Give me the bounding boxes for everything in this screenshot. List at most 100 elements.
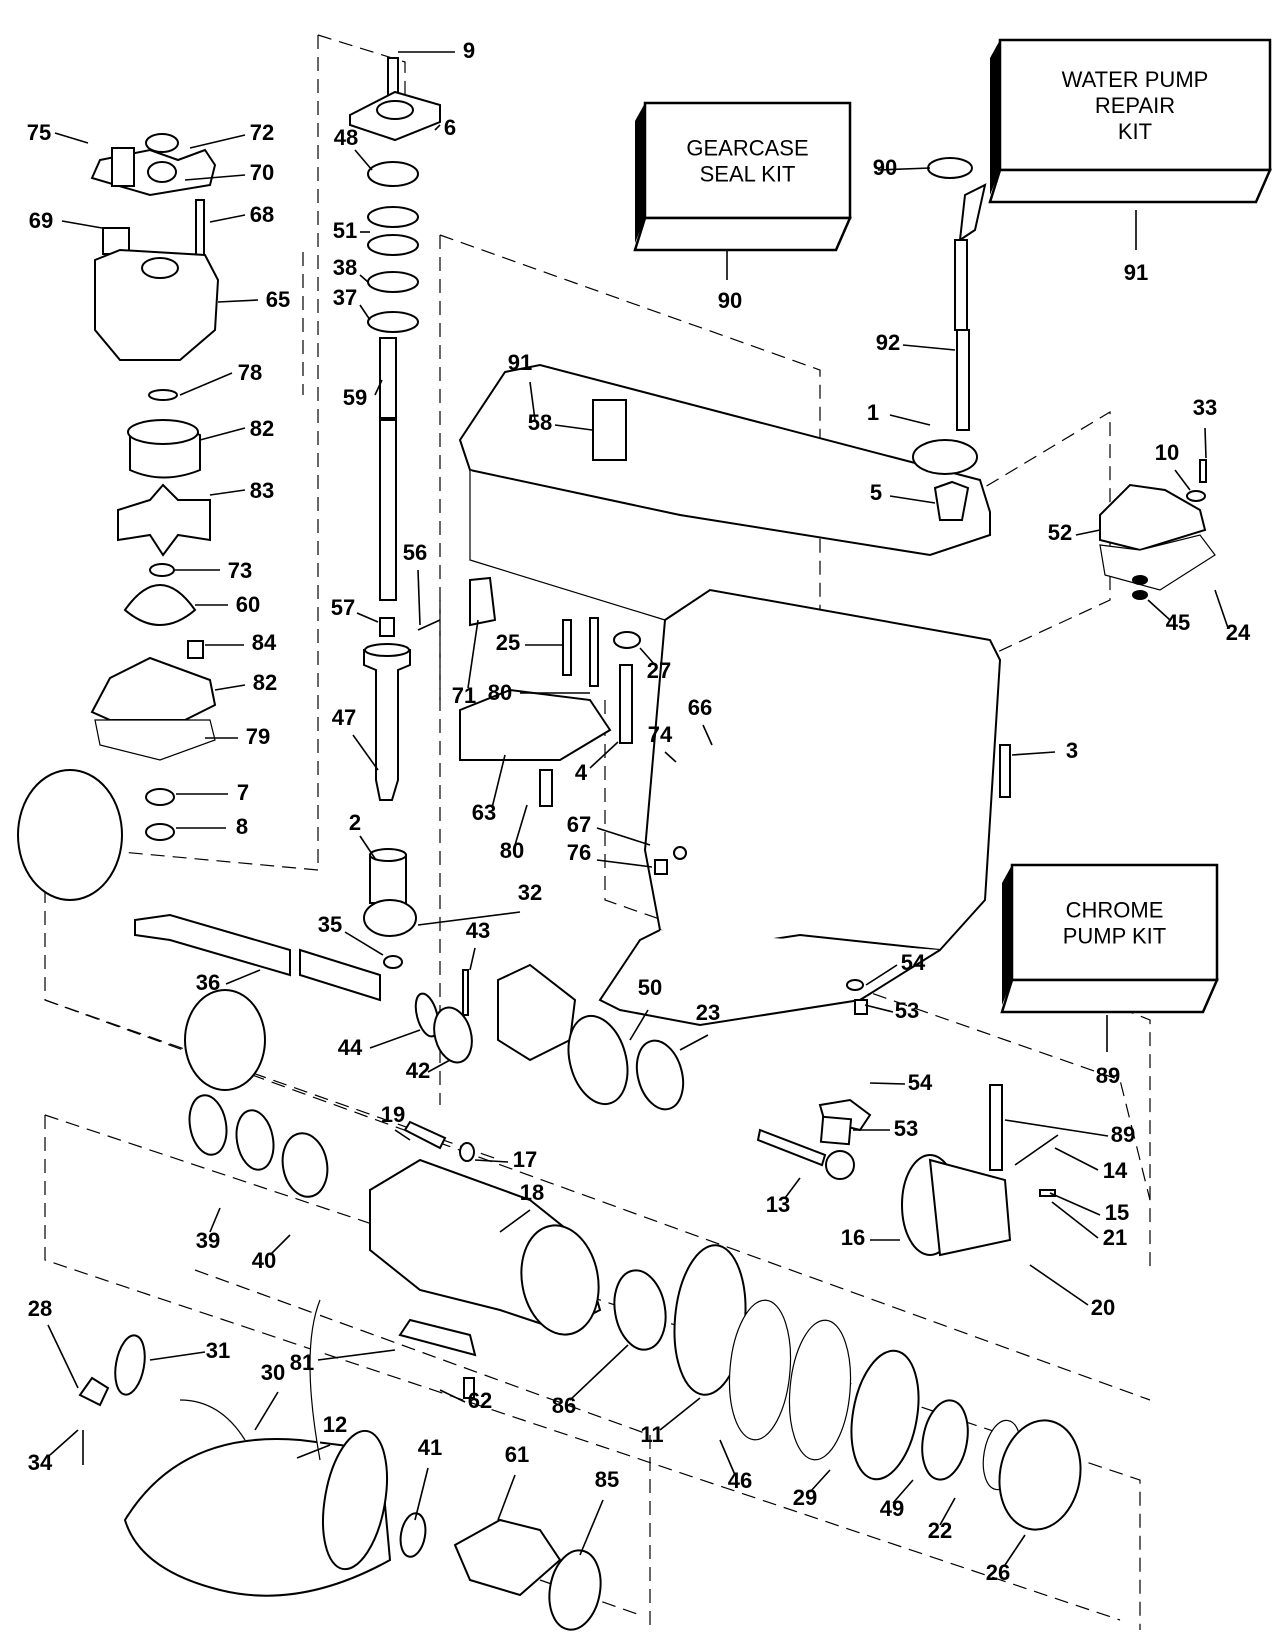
callout-31: 31 xyxy=(206,1338,230,1363)
grille-5 xyxy=(592,399,627,461)
callout-44: 44 xyxy=(338,1035,363,1060)
leader-line-2 xyxy=(359,835,377,861)
callout-68: 68 xyxy=(250,202,274,227)
callout-1: 1 xyxy=(867,400,879,425)
callout-48: 48 xyxy=(334,125,358,150)
washer-25b xyxy=(1132,590,1148,600)
kit-label-line: GEARCASE xyxy=(686,136,808,161)
callout-17: 17 xyxy=(513,1147,537,1172)
thrust-washer-23 xyxy=(635,1039,685,1111)
washer-45 xyxy=(1186,490,1206,502)
washer-25a xyxy=(1132,575,1148,585)
leader-line-45 xyxy=(1147,599,1171,621)
callout-49: 49 xyxy=(880,1496,904,1521)
callout-82: 82 xyxy=(253,670,277,695)
callout-39: 39 xyxy=(196,1228,220,1253)
callout-23: 23 xyxy=(696,1000,720,1025)
shift-rod-58 xyxy=(956,329,970,431)
leader-line-5 xyxy=(889,495,936,504)
callout-25: 25 xyxy=(496,630,520,655)
leader-line-54 xyxy=(869,1082,906,1085)
leader-line-4 xyxy=(589,741,619,769)
seal-detail-circle xyxy=(17,769,123,901)
gasket-27 xyxy=(1099,534,1216,591)
callout-14: 14 xyxy=(1103,1158,1128,1183)
callout-9: 9 xyxy=(463,38,475,63)
leader-line-78 xyxy=(179,372,233,396)
callout-13: 13 xyxy=(766,1192,790,1217)
bearing-2-top xyxy=(369,848,407,862)
retaining-ring-22a xyxy=(728,1299,792,1441)
leader-line-52 xyxy=(1075,529,1101,536)
callout-80: 80 xyxy=(500,838,524,863)
callout-3: 3 xyxy=(1066,738,1078,763)
washer-71 xyxy=(613,631,641,649)
washer-54b xyxy=(846,979,864,991)
leader-line-66 xyxy=(702,724,713,746)
leader-line-72 xyxy=(189,134,246,149)
kit-box-bottom xyxy=(1000,978,1219,1014)
pin-56 xyxy=(417,619,441,631)
plate-11 xyxy=(398,1318,477,1357)
leader-line-18 xyxy=(499,1209,531,1233)
housing-bore xyxy=(376,100,414,120)
kit-label-line: PUMP KIT xyxy=(1063,924,1167,949)
callout-81: 81 xyxy=(290,1350,314,1375)
callout-15: 15 xyxy=(1105,1200,1129,1225)
leader-line-21 xyxy=(1051,1201,1099,1239)
carrier-26 xyxy=(850,1349,920,1481)
leader-line-30 xyxy=(254,1391,279,1431)
leader-line-6 xyxy=(434,124,441,131)
kit-box-face xyxy=(643,101,852,220)
leader-line-54 xyxy=(865,964,898,986)
leader-line-41 xyxy=(414,1467,429,1521)
kit-callout-number: 90 xyxy=(718,288,742,313)
bushing-57 xyxy=(379,617,395,637)
leader-line-26 xyxy=(1004,1534,1026,1566)
retaining-ring-22b xyxy=(788,1319,852,1461)
callout-52: 52 xyxy=(1048,520,1072,545)
shift-housing-17-body xyxy=(928,1158,1012,1257)
callout-46: 46 xyxy=(728,1468,752,1493)
bearing-2 xyxy=(369,854,407,904)
kit-label-line: CHROME xyxy=(1066,898,1164,923)
leader-line-81 xyxy=(317,1349,396,1361)
leader-line-19 xyxy=(394,1129,411,1141)
leader-line-42 xyxy=(427,1059,451,1073)
leader-line-85 xyxy=(579,1499,604,1556)
leader-line-61 xyxy=(497,1474,516,1521)
screw-76 xyxy=(539,769,553,807)
leader-line-33 xyxy=(1204,427,1207,459)
plug-53 xyxy=(654,859,668,875)
leader-line-28 xyxy=(47,1324,79,1389)
grommet-10 xyxy=(933,480,970,521)
grommet-72 xyxy=(145,133,179,153)
driveshaft-59-upper xyxy=(379,337,397,419)
callout-69: 69 xyxy=(29,208,53,233)
callout-32: 32 xyxy=(518,880,542,905)
callout-53: 53 xyxy=(895,998,919,1023)
spring-19 xyxy=(1039,1189,1056,1197)
detent-13 xyxy=(819,1115,853,1146)
callout-91: 91 xyxy=(508,350,532,375)
callout-42: 42 xyxy=(406,1058,430,1083)
driveshaft-59-lower xyxy=(379,419,397,601)
leader-line-17 xyxy=(474,1159,509,1163)
callout-12: 12 xyxy=(323,1412,347,1437)
shift-lever-15 xyxy=(989,1084,1003,1171)
callout-26: 26 xyxy=(986,1560,1010,1585)
seal-detail-circle-2 xyxy=(184,989,266,1091)
callout-10: 10 xyxy=(1155,440,1179,465)
leader-line-3 xyxy=(1011,751,1056,756)
callout-7: 7 xyxy=(237,780,249,805)
leader-line-23 xyxy=(679,1034,709,1051)
leader-line-29 xyxy=(809,1469,831,1493)
callout-79: 79 xyxy=(246,724,270,749)
o-ring-48 xyxy=(367,161,419,187)
callout-50: 50 xyxy=(638,975,662,1000)
leader-line-62 xyxy=(439,1389,466,1403)
leader-line-92 xyxy=(902,344,956,351)
